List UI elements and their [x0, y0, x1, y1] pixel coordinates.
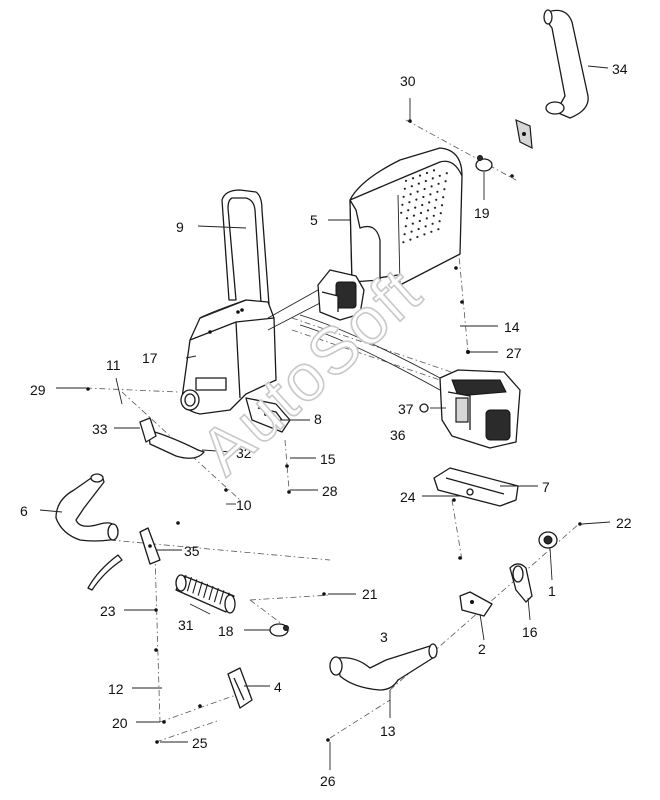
part-35-bracket [139, 527, 161, 565]
callout-10: 10 [236, 497, 252, 513]
callout-8: 8 [314, 411, 322, 427]
callout-28: 28 [322, 483, 338, 499]
callout-4: 4 [274, 679, 282, 695]
part-36-module [439, 369, 521, 449]
part-3-pipe [329, 643, 438, 691]
callout-12: 12 [108, 681, 124, 697]
connecting-tubes [267, 289, 441, 391]
callout-30: 30 [400, 73, 416, 89]
part-33-bracket [139, 417, 157, 443]
callout-11: 11 [106, 357, 121, 373]
callout-31: 31 [178, 617, 194, 633]
callout-37: 37 [398, 401, 414, 417]
callout-36: 36 [390, 427, 406, 443]
part-bracket-upper [515, 119, 533, 150]
part-5-heat-shield [349, 147, 463, 286]
part-16-flange [509, 563, 533, 603]
callout-22: 22 [616, 515, 632, 531]
part-4-bracket [227, 667, 253, 709]
part-19-clamp [475, 155, 493, 172]
callout-6: 6 [20, 503, 28, 519]
part-1-gasket [538, 531, 558, 549]
part-23-strap [87, 554, 123, 591]
callout-2: 2 [478, 641, 486, 657]
callout-13: 13 [380, 723, 396, 739]
callout-32: 32 [236, 445, 252, 461]
callout-21: 21 [362, 586, 378, 602]
callout-14: 14 [504, 319, 520, 335]
callout-26: 26 [320, 773, 336, 789]
part-31-flex-pipe [175, 574, 236, 614]
callout-18: 18 [218, 623, 234, 639]
callout-29: 29 [30, 382, 46, 398]
callout-9: 9 [176, 219, 184, 235]
part-17-muffler [180, 299, 277, 415]
part-8-bracket [245, 397, 291, 433]
callout-labels: 34 30 19 5 9 14 27 17 11 29 37 8 33 36 3… [20, 61, 632, 789]
callout-33: 33 [92, 421, 108, 437]
callout-7: 7 [542, 479, 550, 495]
callout-20: 20 [112, 715, 128, 731]
callout-34: 34 [612, 61, 628, 77]
part-37-plug [419, 403, 429, 413]
callout-23: 23 [100, 603, 116, 619]
callout-24: 24 [400, 489, 416, 505]
callout-19: 19 [474, 205, 490, 221]
upper-module [317, 269, 365, 321]
callout-35: 35 [184, 543, 200, 559]
part-32-strap [147, 429, 205, 459]
part-6-pipe [55, 473, 119, 542]
leader-lines [39, 65, 611, 770]
part-18-clamp [269, 623, 289, 637]
callout-3: 3 [380, 629, 388, 645]
part-34-tailpipe-elbow [543, 9, 589, 119]
callout-5: 5 [310, 212, 318, 228]
heat-shield-perforations [400, 169, 448, 244]
part-9-handle [221, 189, 271, 319]
callout-17: 17 [142, 350, 158, 366]
callout-16: 16 [522, 624, 538, 640]
part-2-hanger [459, 591, 493, 617]
callout-15: 15 [320, 451, 336, 467]
callout-27: 27 [506, 345, 522, 361]
callout-1: 1 [548, 583, 556, 599]
fastener-dots [86, 119, 582, 744]
callout-25: 25 [192, 735, 208, 751]
part-7-tray [433, 467, 519, 507]
